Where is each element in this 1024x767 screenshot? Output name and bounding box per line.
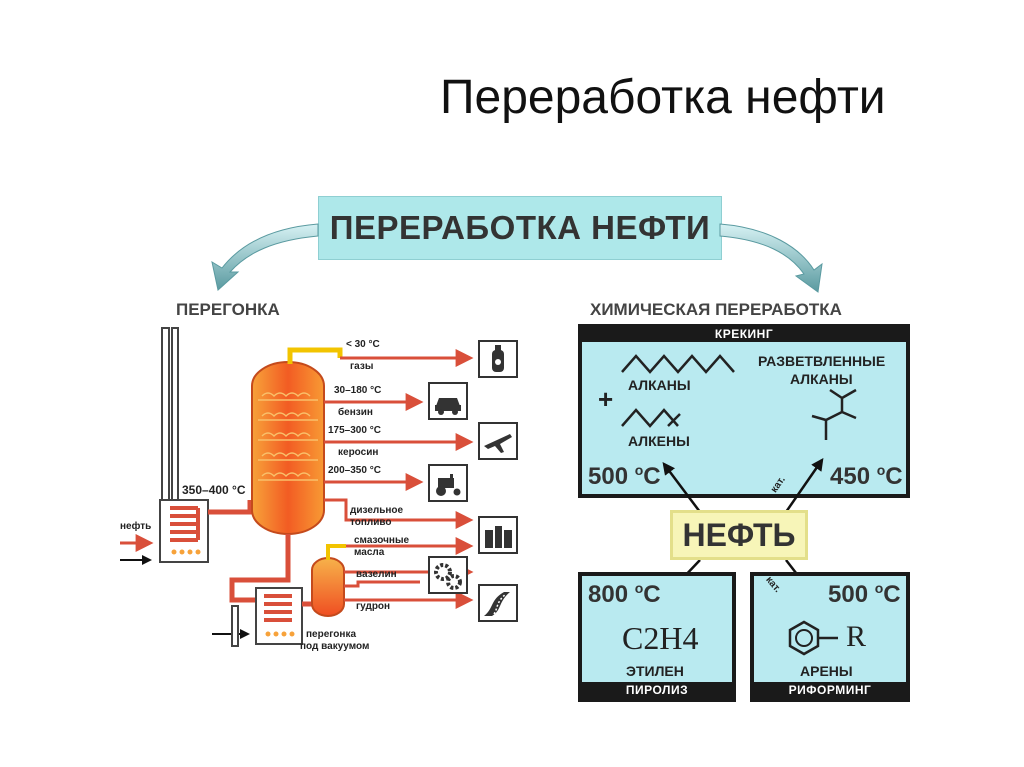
- vacuum-label-1: перегонка: [306, 629, 357, 640]
- airplane-icon: [478, 422, 518, 460]
- tractor-icon: [428, 464, 468, 502]
- fraction-temp-1: < 30 °C: [346, 339, 380, 350]
- main-banner: ПЕРЕРАБОТКА НЕФТИ: [318, 196, 722, 260]
- road-icon: [478, 584, 518, 622]
- pyrolysis-bar: ПИРОЛИЗ: [582, 682, 732, 698]
- product-lube-2: масла: [354, 547, 385, 558]
- benzene-ring-icon: [788, 620, 838, 656]
- residue-pipe: [229, 534, 291, 603]
- reforming-temp: 500 oC: [828, 580, 901, 608]
- product-tar: гудрон: [356, 601, 391, 612]
- fraction-name-3: керосин: [338, 447, 379, 458]
- branched-label-1: РАЗВЕТВЛЕННЫЕ: [758, 353, 886, 369]
- burner-flames: [171, 549, 201, 555]
- product-vaseline: вазелин: [356, 569, 397, 580]
- ethylene-label: ЭТИЛЕН: [626, 663, 684, 679]
- neft-box: НЕФТЬ: [670, 510, 808, 560]
- gears-icon: [428, 556, 468, 594]
- ethylene-formula: C2H4: [622, 620, 699, 656]
- bottles-icon: [478, 516, 518, 554]
- car-icon: [428, 382, 468, 420]
- chemical-heading: ХИМИЧЕСКАЯ ПЕРЕРАБОТКА: [590, 300, 842, 319]
- branched-label-2: АЛКАНЫ: [790, 371, 853, 387]
- pyrolysis-panel: [578, 572, 736, 702]
- gas-cylinder-icon: [478, 340, 518, 378]
- fraction-name-1: газы: [350, 361, 374, 372]
- reforming-bar: РИФОРМИНГ: [754, 682, 906, 698]
- vacuum-label-2: под вакуумом: [300, 641, 370, 652]
- cracking-panel: [578, 324, 910, 498]
- product-diesel-2: топливо: [350, 517, 392, 528]
- left-curved-arrow: [211, 223, 319, 291]
- alkenes-label: АЛКЕНЫ: [628, 433, 690, 449]
- alkane-zigzag: [621, 354, 735, 374]
- pyrolysis-temp: 800 oC: [588, 580, 661, 608]
- product-diesel-1: дизельное: [350, 505, 404, 516]
- column-trays: [258, 392, 318, 481]
- alkanes-label: АЛКАНЫ: [628, 377, 691, 393]
- arrow-to-cracking-left: [662, 462, 701, 513]
- fraction-name-2: бензин: [338, 407, 373, 418]
- cracking-temp-right: 450 oC: [830, 462, 903, 490]
- arenes-label: АРЕНЫ: [800, 663, 853, 679]
- furnace-temp: 350–400 °C: [182, 483, 246, 497]
- reforming-panel: [750, 572, 910, 702]
- fraction-temp-4: 200–350 °C: [328, 465, 381, 476]
- feed-pipe: [208, 500, 253, 515]
- diesel-pipe: [324, 498, 474, 529]
- alkene-zigzag: [621, 408, 679, 428]
- cracking-temp-left: 500 oC: [588, 462, 661, 490]
- cracking-bar: КРЕКИНГ: [582, 326, 906, 342]
- feed-label: нефть: [120, 521, 152, 532]
- branched-alkane: [811, 388, 857, 440]
- vaseline-pipe: [344, 580, 420, 588]
- slide-title: Переработка нефти: [440, 71, 886, 124]
- plus-sign: +: [598, 384, 614, 414]
- furnace-coil: [170, 506, 200, 542]
- fraction-temp-3: 175–300 °C: [328, 425, 381, 436]
- arrow-to-cracking-right: [784, 457, 824, 513]
- fraction-temp-2: 30–180 °C: [334, 385, 382, 396]
- right-curved-arrow: [719, 223, 823, 293]
- radical-r: R: [846, 620, 867, 653]
- gas-pipe: [287, 347, 343, 364]
- product-lube-1: смазочные: [354, 535, 410, 546]
- distillation-heading: ПЕРЕГОНКА: [176, 300, 280, 319]
